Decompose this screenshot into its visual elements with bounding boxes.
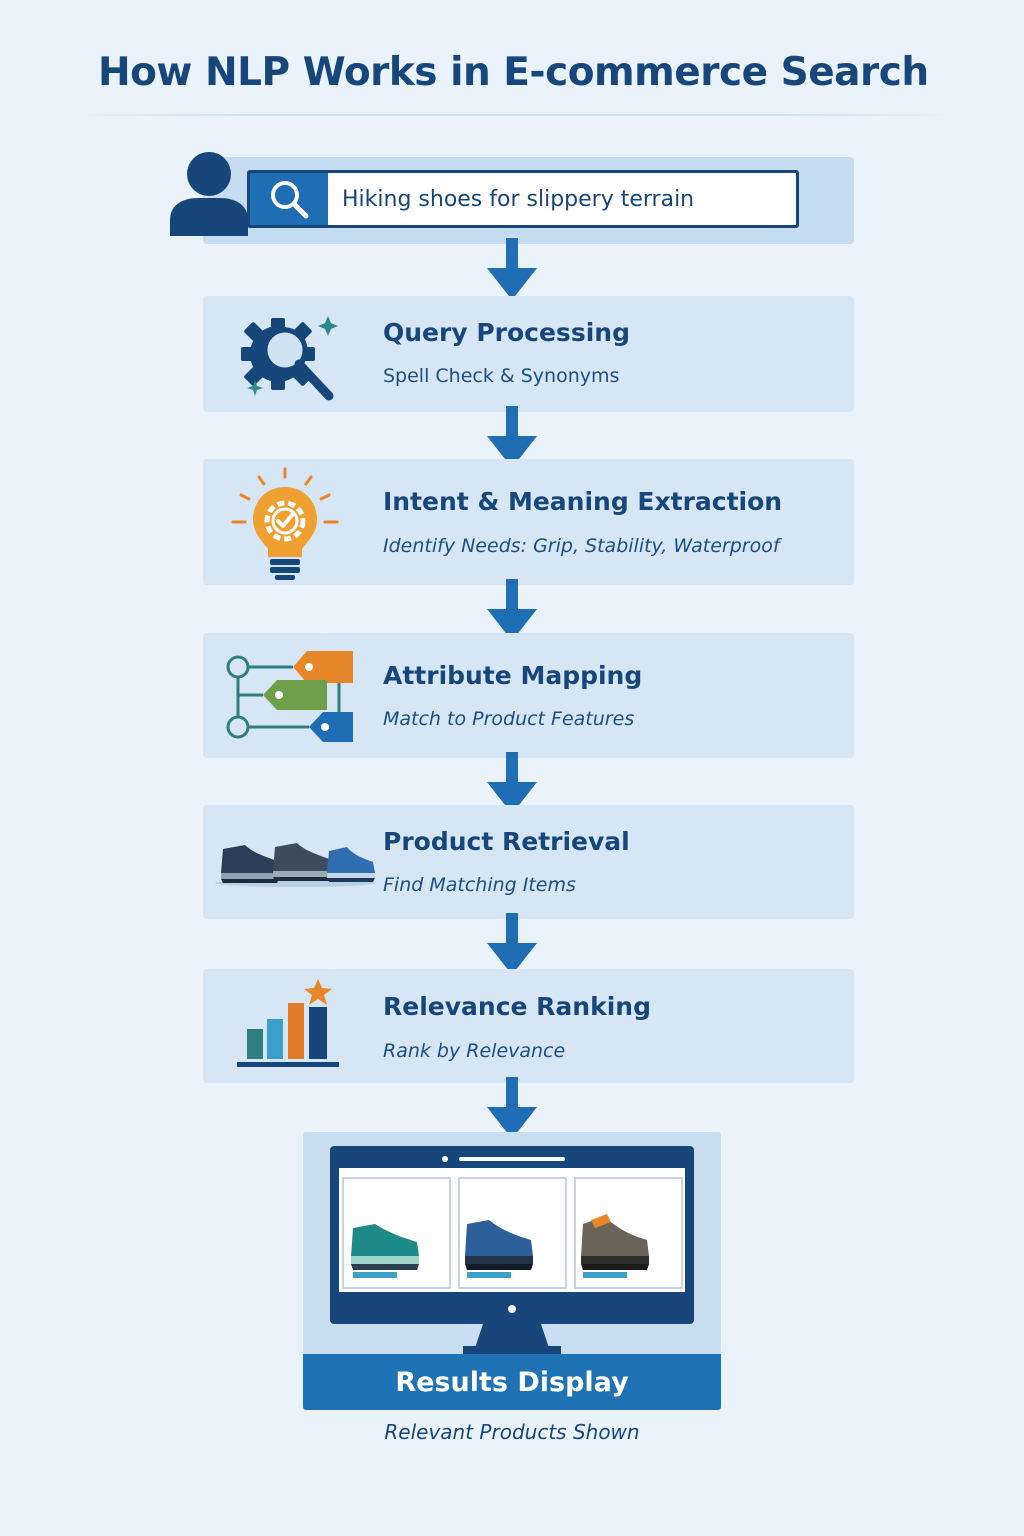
results-title: Results Display [303,1354,721,1410]
title-divider [70,114,954,116]
step-title: Product Retrieval [383,827,630,856]
step-subtitle: Find Matching Items [383,874,576,896]
shoes-icon [215,843,375,887]
step-subtitle: Identify Needs: Grip, Stability, Waterpr… [383,535,780,557]
step-subtitle: Rank by Relevance [383,1040,566,1062]
user-icon [170,152,248,236]
search-button[interactable] [250,173,328,225]
search-bar[interactable]: Hiking shoes for slippery terrain [247,170,799,228]
bar-chart-star-icon [237,979,339,1067]
monitor-icon [330,1146,694,1354]
search-input[interactable]: Hiking shoes for slippery terrain [342,186,695,212]
search-icon [271,181,309,219]
product-card[interactable] [574,1177,683,1289]
gear-magnifier-icon [241,316,338,401]
results-subtitle: Relevant Products Shown [384,1420,640,1444]
step-relevance-ranking: Relevance Ranking Rank by Relevance [203,969,854,1083]
step-title: Relevance Ranking [383,992,651,1021]
flow-arrow [487,238,537,300]
step-attribute-mapping: Attribute Mapping Match to Product Featu… [203,633,854,758]
flow-arrow [487,406,537,468]
product-card[interactable] [342,1177,451,1289]
step-query-processing: Query Processing Spell Check & Synonyms [203,296,854,412]
step-intent-extraction: Intent & Meaning Extraction Identify Nee… [203,459,854,585]
flow-arrow [487,752,537,814]
step-subtitle: Match to Product Features [383,708,635,730]
product-card[interactable] [458,1177,567,1289]
flow-arrow [487,579,537,641]
page-title: How NLP Works in E-commerce Search [98,50,929,95]
results-panel: Results Display [303,1132,721,1410]
step-title: Query Processing [383,318,630,347]
lightbulb-icon [231,467,339,580]
step-product-retrieval: Product Retrieval Find Matching Items [203,805,854,919]
step-title: Attribute Mapping [383,661,643,690]
step-subtitle: Spell Check & Synonyms [383,365,620,387]
flow-arrow [487,1077,537,1139]
flow-arrow [487,913,537,975]
tags-icon [226,651,353,742]
step-title: Intent & Meaning Extraction [383,487,783,516]
